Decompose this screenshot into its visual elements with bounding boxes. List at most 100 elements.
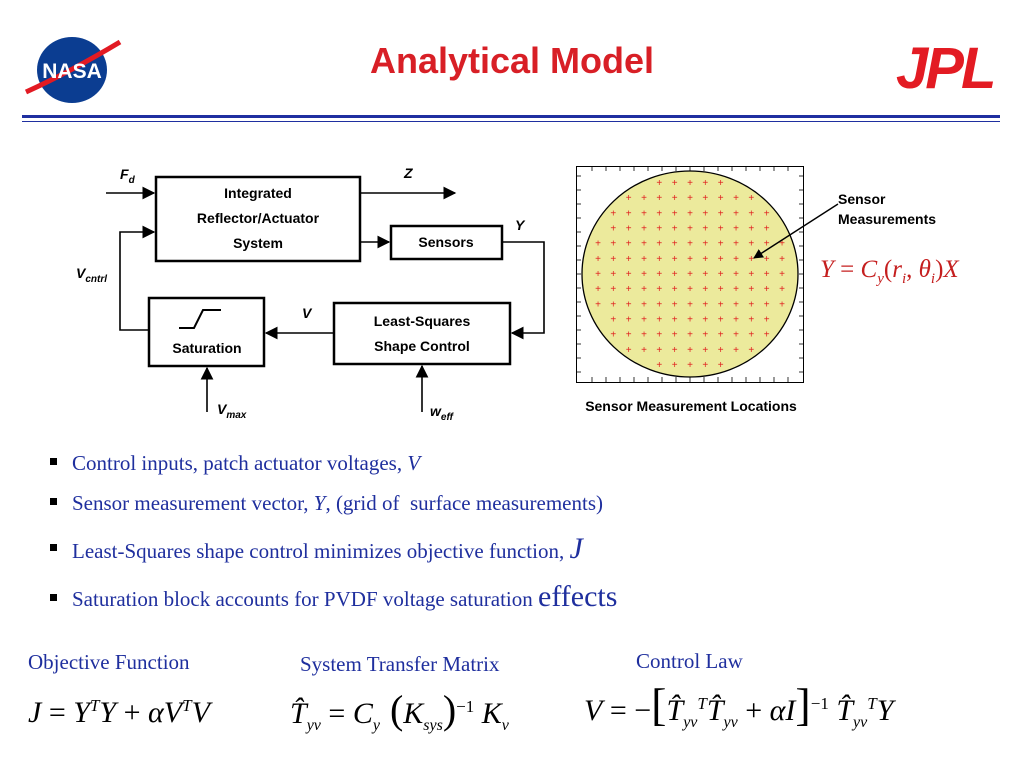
sensor-point: +	[641, 254, 647, 265]
nasa-logo-swoosh	[24, 39, 122, 95]
sensor-point: +	[687, 360, 693, 371]
sensor-point: +	[641, 269, 647, 280]
sensor-point: +	[764, 299, 770, 310]
sensor-point: +	[610, 224, 616, 235]
bullet-saturation: Saturation block accounts for PVDF volta…	[50, 575, 990, 619]
sensor-point: +	[641, 284, 647, 295]
sensor-point: +	[687, 345, 693, 356]
sensor-point: +	[626, 239, 632, 250]
sensor-point: +	[672, 330, 678, 341]
sensor-point: +	[748, 284, 754, 295]
sensor-plot: + + + + + + + + + + + + + + + + + + + + + + + + + + + + + + + + + + + + + + + +…	[576, 166, 804, 383]
bullet-text: Least-Squares shape control minimizes ob…	[72, 539, 570, 563]
sensor-point: +	[641, 208, 647, 219]
objective-function-label: Objective Function	[28, 650, 190, 674]
sensor-point: +	[610, 254, 616, 265]
sensor-point: +	[672, 193, 678, 204]
sensor-point: +	[718, 178, 724, 189]
plant-label-2: Reflector/Actuator	[197, 210, 320, 226]
bullet-symbol: J	[569, 532, 583, 565]
sensor-point: +	[672, 254, 678, 265]
sensor-point: +	[748, 330, 754, 341]
sensor-point: +	[672, 360, 678, 371]
sensor-point: +	[672, 208, 678, 219]
sensor-point: +	[656, 345, 662, 356]
control-law-equation: V = −[T̂yvTT̂yv + αI]−1 T̂yvTY	[584, 679, 894, 731]
vcntrl-label: Vcntrl	[76, 265, 107, 285]
vmax-label: Vmax	[217, 401, 247, 421]
sensor-point: +	[656, 224, 662, 235]
sensor-point: +	[626, 254, 632, 265]
sensor-point: +	[672, 299, 678, 310]
sensor-point: +	[626, 315, 632, 326]
sensor-point: +	[687, 315, 693, 326]
sensor-point: +	[626, 299, 632, 310]
bullet-text-rest: , (grid of surface measurements)	[325, 491, 603, 515]
sensor-point: +	[718, 269, 724, 280]
sensor-point: +	[641, 299, 647, 310]
sensor-point: +	[733, 193, 739, 204]
sensor-point: +	[672, 284, 678, 295]
sensor-point: +	[779, 239, 785, 250]
equation-y: Y = Cy(ri, θi)X	[820, 256, 959, 287]
sensor-point: +	[687, 178, 693, 189]
sensor-point: +	[779, 254, 785, 265]
sensor-point: +	[610, 299, 616, 310]
sensor-point: +	[702, 284, 708, 295]
control-law-label: Control Law	[636, 649, 743, 673]
sensor-point: +	[672, 315, 678, 326]
bullet-sensor-vector: Sensor measurement vector, Y, (grid of s…	[50, 483, 990, 523]
y-feedback-line	[502, 241, 545, 340]
sensor-point: +	[733, 284, 739, 295]
sensor-point: +	[702, 330, 708, 341]
sensor-point: +	[672, 178, 678, 189]
sensor-point: +	[687, 254, 693, 265]
sensor-point: +	[702, 254, 708, 265]
sensor-point: +	[748, 299, 754, 310]
objective-function-equation: J = YTY + αVTV	[28, 696, 210, 729]
sensor-point: +	[718, 284, 724, 295]
bullet-emphasis: effects	[538, 580, 618, 613]
sensor-point: +	[656, 178, 662, 189]
sensor-point: +	[626, 345, 632, 356]
bullet-text: Saturation block accounts for PVDF volta…	[72, 587, 538, 611]
sensor-point: +	[733, 330, 739, 341]
sensor-point: +	[702, 239, 708, 250]
transfer-matrix-equation: T̂yv = Cy (Ksys)−1 Kv	[290, 687, 509, 734]
sensor-point: +	[764, 315, 770, 326]
sensor-point: +	[733, 254, 739, 265]
header-rule-thin	[22, 121, 1000, 122]
sensor-point: +	[733, 269, 739, 280]
nasa-logo-wordmark: NASA	[42, 60, 102, 83]
sensor-point: +	[687, 239, 693, 250]
sensor-point: +	[687, 269, 693, 280]
sensor-point: +	[641, 224, 647, 235]
control-label-2: Shape Control	[374, 338, 470, 354]
sensor-annotation-line2: Measurements	[838, 211, 937, 227]
sensor-point: +	[764, 269, 770, 280]
sensor-point: +	[672, 224, 678, 235]
sensor-point: +	[687, 284, 693, 295]
bullet-marker	[50, 498, 57, 505]
sensor-point: +	[595, 239, 601, 250]
sensor-point: +	[656, 269, 662, 280]
sensor-point: +	[764, 330, 770, 341]
bullet-marker	[50, 594, 57, 601]
jpl-logo: JPL	[896, 36, 996, 101]
sensor-point: +	[748, 208, 754, 219]
sensor-point: +	[702, 315, 708, 326]
sensor-point: +	[687, 330, 693, 341]
sensor-point: +	[718, 193, 724, 204]
sensor-point: +	[702, 208, 708, 219]
sensor-point: +	[672, 269, 678, 280]
sensor-point: +	[641, 239, 647, 250]
sensor-point: +	[748, 224, 754, 235]
sensor-point: +	[733, 315, 739, 326]
sensor-point: +	[595, 269, 601, 280]
sensor-point: +	[702, 193, 708, 204]
sensor-point: +	[641, 315, 647, 326]
sensor-point: +	[764, 239, 770, 250]
sensor-point: +	[733, 224, 739, 235]
sensor-point: +	[748, 315, 754, 326]
sensor-point: +	[702, 345, 708, 356]
